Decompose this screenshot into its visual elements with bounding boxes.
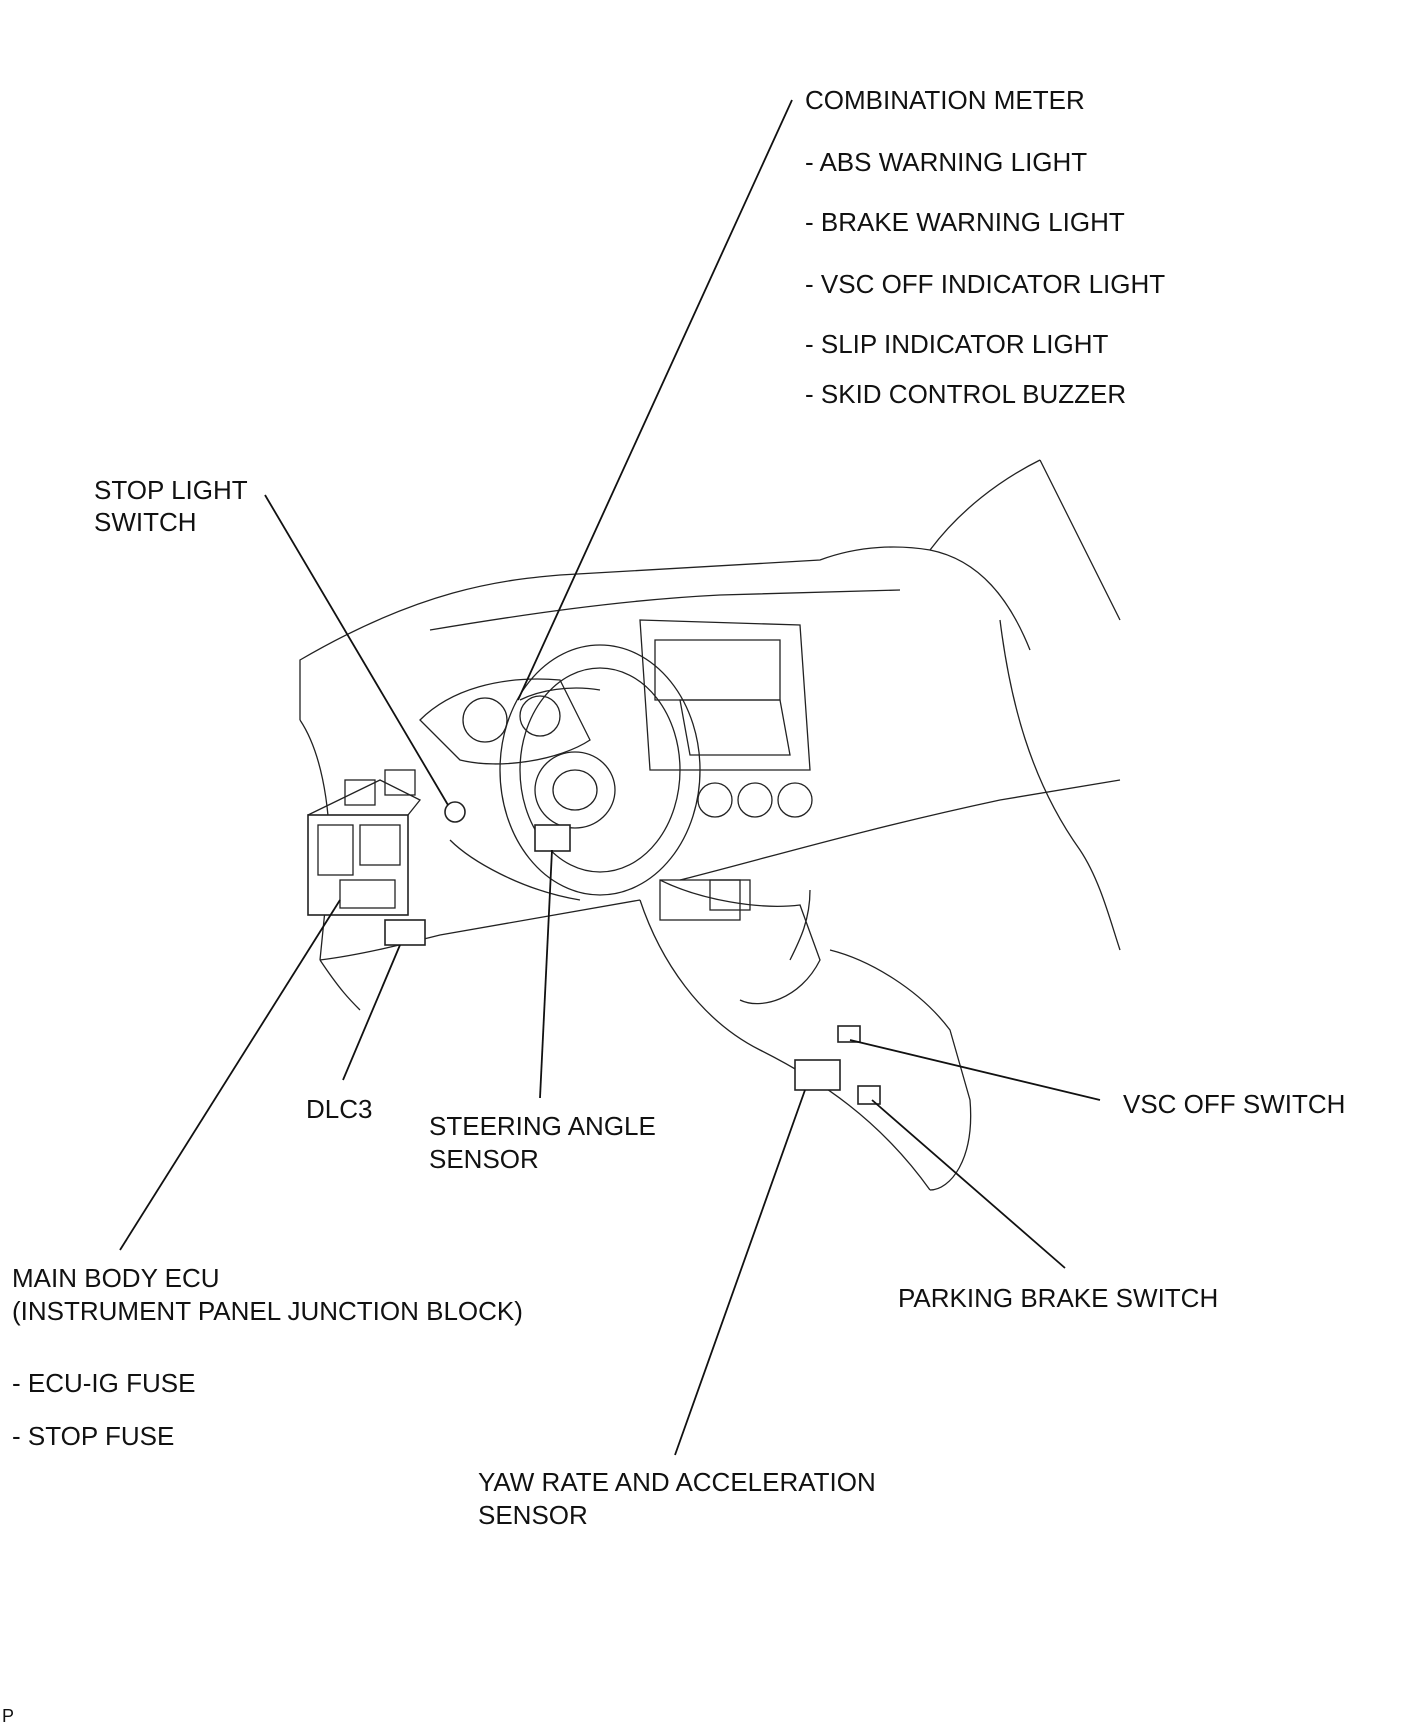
leader-steering-angle-sensor bbox=[539, 849, 553, 1099]
center-console bbox=[639, 619, 972, 1191]
meter-cluster bbox=[419, 678, 591, 765]
corner-mark: P bbox=[2, 1706, 15, 1726]
label-brake-warning-light: - BRAKE WARNING LIGHT bbox=[805, 207, 1125, 237]
leader-main-body-ecu bbox=[119, 899, 341, 1251]
label-steering-angle-sensor-line2: SENSOR bbox=[429, 1144, 539, 1174]
leader-yaw-rate-sensor bbox=[674, 1089, 806, 1456]
label-stop-light-switch-line2: SWITCH bbox=[94, 507, 197, 537]
label-combination-meter: COMBINATION METER bbox=[805, 85, 1085, 115]
yaw-rate-sensor-part bbox=[794, 1059, 841, 1091]
label-stop-fuse: - STOP FUSE bbox=[12, 1421, 175, 1451]
leader-dlc3 bbox=[342, 944, 401, 1081]
label-skid-control-buzzer: - SKID CONTROL BUZZER bbox=[805, 379, 1127, 409]
leader-combination-meter bbox=[517, 99, 793, 701]
label-vsc-off-indicator-light: - VSC OFF INDICATOR LIGHT bbox=[805, 269, 1166, 299]
label-dlc3: DLC3 bbox=[306, 1094, 373, 1124]
label-slip-indicator-light: - SLIP INDICATOR LIGHT bbox=[805, 329, 1109, 359]
label-yaw-rate-sensor-line1: YAW RATE AND ACCELERATION bbox=[478, 1467, 876, 1497]
leader-lines bbox=[119, 99, 1101, 1456]
steering-wheel bbox=[499, 644, 701, 896]
leader-parking-brake-switch bbox=[871, 1099, 1066, 1269]
label-main-body-ecu: MAIN BODY ECU bbox=[12, 1263, 220, 1293]
label-abs-warning-light: - ABS WARNING LIGHT bbox=[805, 147, 1088, 177]
label-ecu-ig-fuse: - ECU-IG FUSE bbox=[12, 1368, 196, 1398]
leader-vsc-off-switch bbox=[849, 1039, 1101, 1101]
parking-brake-switch-part bbox=[857, 1085, 881, 1105]
leader-stop-light-switch bbox=[264, 494, 449, 806]
label-steering-angle-sensor-line1: STEERING ANGLE bbox=[429, 1111, 656, 1141]
junction-block bbox=[307, 769, 422, 916]
dlc3-connector bbox=[384, 919, 426, 946]
steering-angle-sensor-part bbox=[534, 824, 571, 852]
label-stop-light-switch-line1: STOP LIGHT bbox=[94, 475, 248, 505]
vsc-off-switch-part bbox=[837, 1025, 861, 1043]
dashboard-outline bbox=[299, 459, 1121, 1011]
label-parking-brake-switch: PARKING BRAKE SWITCH bbox=[898, 1283, 1219, 1313]
label-vsc-off-switch: VSC OFF SWITCH bbox=[1123, 1089, 1346, 1119]
label-instrument-panel-junction-block: (INSTRUMENT PANEL JUNCTION BLOCK) bbox=[12, 1296, 523, 1326]
label-yaw-rate-sensor-line2: SENSOR bbox=[478, 1500, 588, 1530]
stop-light-switch-part bbox=[444, 801, 466, 823]
